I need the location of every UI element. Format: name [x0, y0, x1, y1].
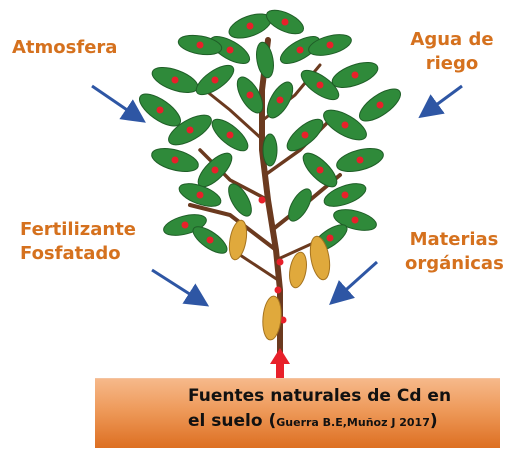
arrow-fertilizante: [151, 268, 210, 307]
soil-caption-line2: el suelo (Guerra B.E,Muñoz J 2017): [188, 409, 488, 435]
label-agua-line2: riego: [425, 53, 479, 74]
label-fert-line2: Fosfatado: [20, 243, 121, 264]
cacao-pods: [228, 219, 331, 341]
soil-box: [95, 378, 500, 448]
arrow-agua: [418, 84, 463, 119]
soil-caption-paren-close: ): [429, 411, 438, 431]
cadmium-dots: [156, 18, 384, 324]
soil-caption: Fuentes naturales de Cd en el suelo (Gue…: [188, 384, 488, 435]
label-atmosfera-line: Atmosfera: [12, 37, 118, 58]
arrow-materias: [329, 260, 379, 306]
label-agua-riego: Agua de riego: [404, 28, 500, 76]
soil-caption-line1: Fuentes naturales de Cd en: [188, 386, 452, 406]
arrows: [91, 84, 463, 307]
label-fertilizante: Fertilizante Fosfatado: [20, 218, 136, 266]
label-atmosfera: Atmosfera: [12, 36, 117, 60]
label-materias: Materias orgánicas: [405, 228, 504, 276]
label-agua-line1: Agua de: [410, 29, 494, 50]
arrow-atmosfera: [91, 84, 146, 123]
label-mat-line1: Materias: [409, 229, 499, 250]
soil-caption-paren-open: (: [262, 411, 277, 431]
label-mat-line2: orgánicas: [405, 253, 504, 274]
soil-caption-line2-main: el suelo: [188, 411, 263, 431]
root-uptake-arrow: [270, 348, 290, 378]
label-fert-line1: Fertilizante: [20, 219, 137, 240]
citation: Guerra B.E,Muñoz J 2017: [276, 416, 430, 429]
